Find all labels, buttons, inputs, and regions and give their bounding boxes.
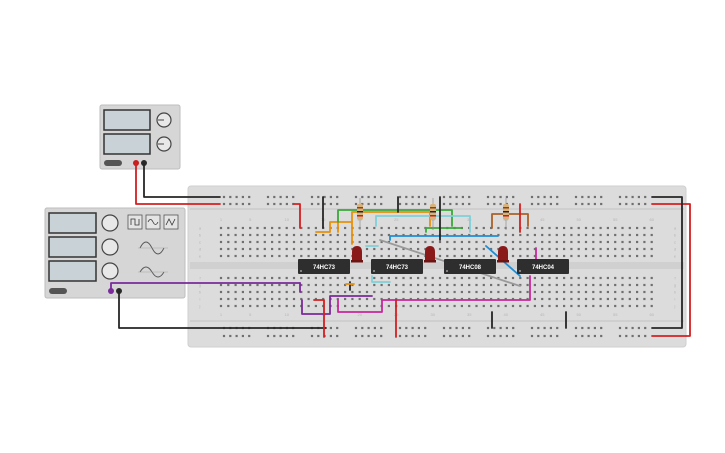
row-letter: e [199,253,202,258]
frequency-knob[interactable] [101,214,119,232]
column-number: 5 [249,312,252,317]
wire-black-rail-right[interactable] [651,196,683,329]
wire-blue-a[interactable] [389,235,499,241]
column-number: 10 [284,312,289,317]
column-number: 10 [284,217,289,222]
row-letter: f [199,275,201,280]
wire-purple-signal[interactable] [110,282,301,292]
column-number: 45 [540,217,545,222]
wire-red-power[interactable] [135,162,221,205]
function-generator[interactable] [44,207,186,299]
row-letter: a [199,225,202,230]
row-letter: d [199,246,201,251]
amplitude-knob[interactable] [101,238,119,256]
led[interactable] [351,246,363,263]
column-number: 55 [613,312,618,317]
row-letter: i [675,296,676,301]
row-letter: h [674,289,676,294]
row-letter: f [674,275,676,280]
triangle-wave-icon [165,218,176,226]
chip-74hc73-2[interactable]: 74HC73 [371,259,423,274]
offset-knob[interactable] [101,262,119,280]
wire-green-a[interactable] [337,209,453,227]
row-letter: e [674,253,677,258]
led[interactable] [424,246,436,263]
column-number: 60 [649,217,654,222]
led[interactable] [497,246,509,263]
column-number: 50 [576,312,581,317]
column-number: 1 [220,312,223,317]
row-letter: i [200,296,201,301]
row-letter: d [674,246,676,251]
column-number: 5 [249,217,252,222]
chip-label: 74HC73 [313,265,336,271]
row-letter: j [199,303,201,308]
row-letter: b [674,232,677,237]
column-number: 1 [220,217,223,222]
power-switch[interactable] [104,160,122,166]
dc-power-supply[interactable] [99,104,181,170]
row-letter: c [199,239,201,244]
current-display [103,133,151,155]
row-letter: h [199,289,201,294]
wire-green-b[interactable] [425,227,463,233]
column-number: 20 [357,312,362,317]
wire-red-bottom-1[interactable] [313,299,325,338]
wire-brown-a[interactable] [491,213,529,229]
column-number: 50 [576,217,581,222]
wire-red-rail-left[interactable] [293,203,301,229]
row-letter: b [199,232,202,237]
square-wave-icon [130,218,140,226]
amplitude-display [48,236,97,258]
column-number: 25 [394,217,399,222]
frequency-display [48,212,97,234]
ic-chips[interactable]: 74HC73 74HC73 74HC08 74HC04 [298,259,569,274]
wires[interactable] [110,162,691,338]
chip-74hc73-1[interactable]: 74HC73 [298,259,350,274]
resistor[interactable] [357,198,363,230]
sine-wave-icon [147,219,159,225]
chip-label: 74HC04 [532,265,555,271]
chip-label: 74HC08 [459,265,482,271]
triangle-wave-button[interactable] [163,214,179,230]
offset-display [48,260,97,282]
generator-power-switch[interactable] [49,288,67,294]
column-number: 35 [467,312,472,317]
row-letter: a [674,225,677,230]
wire-magenta-a[interactable] [337,299,383,313]
resistor[interactable] [430,198,436,230]
wire-cyan-c[interactable] [371,275,391,283]
row-letter: c [674,239,676,244]
wire-black-ground[interactable] [143,162,221,198]
row-letter: g [199,282,201,287]
leds[interactable] [351,246,509,263]
chip-74hc08[interactable]: 74HC08 [444,259,496,274]
wire-black-generator[interactable] [118,290,327,329]
row-letter: g [674,282,676,287]
row-letter: j [674,303,676,308]
wire-cyan-a[interactable] [375,215,471,233]
column-number: 30 [430,312,435,317]
chip-74hc04[interactable]: 74HC04 [517,259,569,274]
wire-magenta-b[interactable] [381,275,531,301]
resistors[interactable] [357,198,509,230]
column-number: 60 [649,312,654,317]
wire-purple-bottom-a[interactable] [301,295,373,315]
column-number: 45 [540,312,545,317]
voltage-display [103,109,151,131]
column-number: 40 [503,312,508,317]
resistor[interactable] [503,198,509,230]
chip-label: 74HC73 [386,265,409,271]
column-number: 55 [613,217,618,222]
wire-red-rail-right[interactable] [651,203,691,337]
